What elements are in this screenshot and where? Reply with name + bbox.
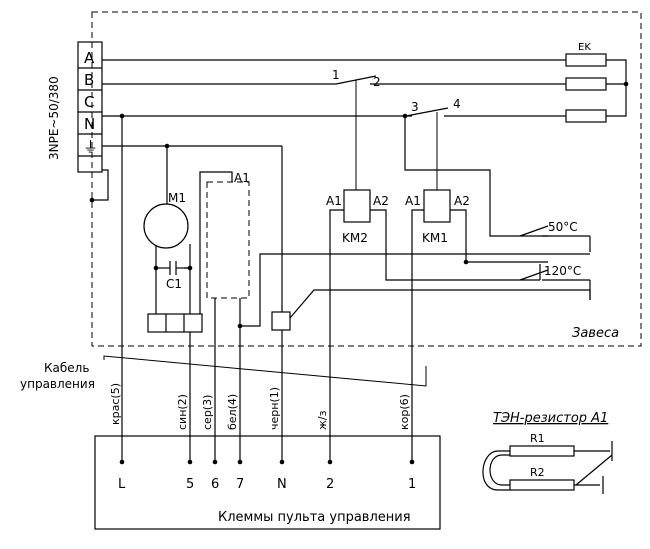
- km2-a2: A2: [373, 194, 389, 208]
- wire-blue: син(2): [176, 394, 189, 430]
- panel-label: Клеммы пульта управления: [218, 510, 411, 525]
- terminal-a: A: [84, 49, 95, 67]
- panel-term-2: 2: [326, 477, 334, 492]
- motor-label: M1: [168, 191, 186, 205]
- contactor-km2: KM2 A1 A2: [326, 189, 540, 462]
- capacitor-label: C1: [166, 277, 182, 291]
- contact-num-4: 4: [453, 97, 461, 111]
- cable-label-1: Кабель: [44, 361, 89, 375]
- wire-grey: сер(3): [201, 395, 214, 430]
- panel-terminals: L 5 6 7 N 2 1: [118, 459, 416, 492]
- wire-red: крас(5): [109, 383, 122, 425]
- heater-label: EK: [578, 42, 591, 53]
- curtain-label: Завеса: [572, 326, 619, 341]
- contactor-km1: KM1 A1 A2: [405, 189, 548, 462]
- thermostat-50: 50°C: [519, 220, 590, 237]
- km1-a1: A1: [405, 194, 421, 208]
- wire-white: бел(4): [226, 394, 239, 430]
- resistor-r1: R1: [530, 432, 545, 445]
- km2-label: KM2: [342, 231, 368, 245]
- terminal-n: N: [84, 115, 95, 133]
- curtain-boundary: [91, 11, 642, 347]
- motor-m1: M1 C1: [143, 143, 193, 314]
- panel-term-l: L: [118, 477, 126, 492]
- cable-label-2: управления: [20, 377, 95, 391]
- panel-term-5: 5: [186, 477, 194, 492]
- heater-block-label: A1: [234, 171, 250, 185]
- resistor-title: ТЭН-резистор А1: [493, 411, 608, 426]
- km2-a1: A1: [326, 194, 342, 208]
- wire-yellow-green: ж/з: [316, 410, 329, 430]
- resistor-inset: ТЭН-резистор А1 R1 R2: [482, 411, 613, 494]
- ground-icon: ⏚: [83, 138, 98, 156]
- motor-terminal-block: [147, 313, 203, 333]
- panel-term-6: 6: [211, 477, 219, 492]
- contact-num-2: 2: [373, 75, 381, 89]
- supply-label: 3NPE~50/380: [47, 76, 61, 160]
- panel-term-7: 7: [236, 477, 244, 492]
- terminal-b: B: [84, 71, 94, 89]
- wire-black: черн(1): [268, 387, 281, 430]
- km1-label: KM1: [422, 231, 448, 245]
- thermostat-50-label: 50°C: [548, 220, 578, 234]
- terminal-block: A B C N ⏚: [77, 41, 103, 173]
- terminal-c: C: [84, 93, 94, 111]
- heater-ek: EK: [565, 42, 629, 123]
- control-panel: [94, 435, 441, 530]
- thermostat-120-label: 120°C: [544, 264, 581, 278]
- heater-block-a1: A1: [199, 171, 310, 462]
- contact-num-1: 1: [332, 68, 340, 82]
- resistor-r2: R2: [530, 466, 545, 479]
- panel-term-n: N: [277, 477, 287, 492]
- km1-a2: A2: [454, 194, 470, 208]
- panel-term-1: 1: [408, 477, 416, 492]
- contact-num-3: 3: [411, 100, 419, 114]
- wire-brown: кор(6): [398, 394, 411, 430]
- thermostat-120: 120°C: [519, 264, 590, 281]
